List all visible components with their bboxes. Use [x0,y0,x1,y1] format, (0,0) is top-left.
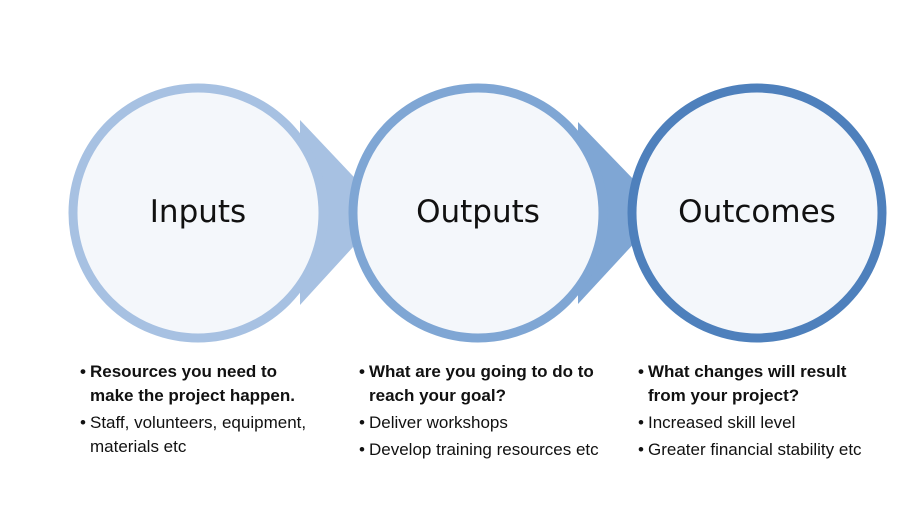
outcomes-circle [627,83,887,343]
outcomes-description: What changes will result from your proje… [638,360,888,465]
inputs-arrow [300,120,386,305]
outcomes-item: Increased skill level [638,411,888,435]
outcomes-heading: What changes will result from your proje… [638,360,888,408]
outputs-arrow [578,122,664,304]
inputs-item: Staff, volunteers, equipment, materials … [80,411,310,459]
inputs-heading: Resources you need to make the project h… [80,360,310,408]
outcomes-item: Greater financial stability etc [638,438,888,462]
inputs-description: Resources you need to make the project h… [80,360,310,462]
outputs-item: Develop training resources etc [359,438,609,462]
outputs-description: What are you going to do to reach your g… [359,360,609,465]
inputs-title: Inputs [149,194,247,230]
outputs-circle [348,83,664,343]
outcomes-title: Outcomes [678,194,836,230]
inputs-circle [68,83,386,343]
outputs-item: Deliver workshops [359,411,609,435]
outputs-title: Outputs [416,194,540,230]
outputs-heading: What are you going to do to reach your g… [359,360,609,408]
